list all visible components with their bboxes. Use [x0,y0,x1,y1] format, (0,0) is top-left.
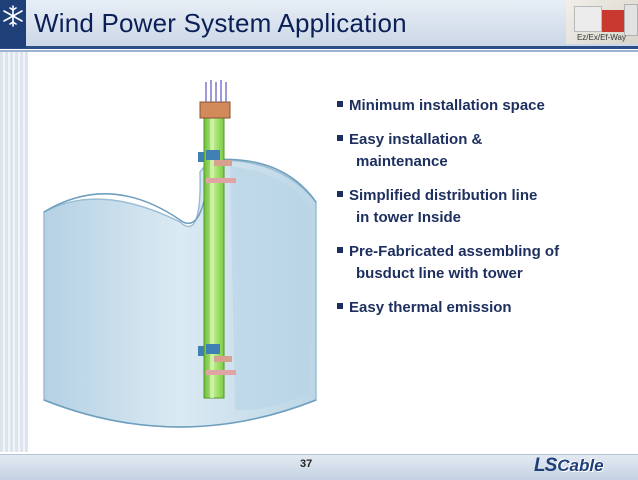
snowflake-icon [3,5,23,27]
page-title: Wind Power System Application [34,8,407,38]
bullet-list: Minimum installation space Easy installa… [337,95,637,331]
tower-busduct-illustration [30,62,324,454]
product-label: Ez/Ex/Ef-Way [576,33,626,42]
footer-bar [0,454,638,480]
brand-ls: LS [534,455,557,476]
header-divider [0,46,638,49]
left-decorative-stripe [0,52,28,452]
header-product-photo [566,0,638,44]
bullet-item: Easy thermal emission [337,297,637,319]
header-bar [0,0,638,48]
brand-logo: LSCable [534,455,604,477]
bullet-item: Minimum installation space [337,95,637,117]
brand-cable: Cable [557,456,604,475]
page-number: 37 [300,458,313,470]
bullet-item: Easy installation &maintenance [337,129,637,173]
header-divider-light [0,50,638,52]
header-logo-badge [0,0,26,48]
